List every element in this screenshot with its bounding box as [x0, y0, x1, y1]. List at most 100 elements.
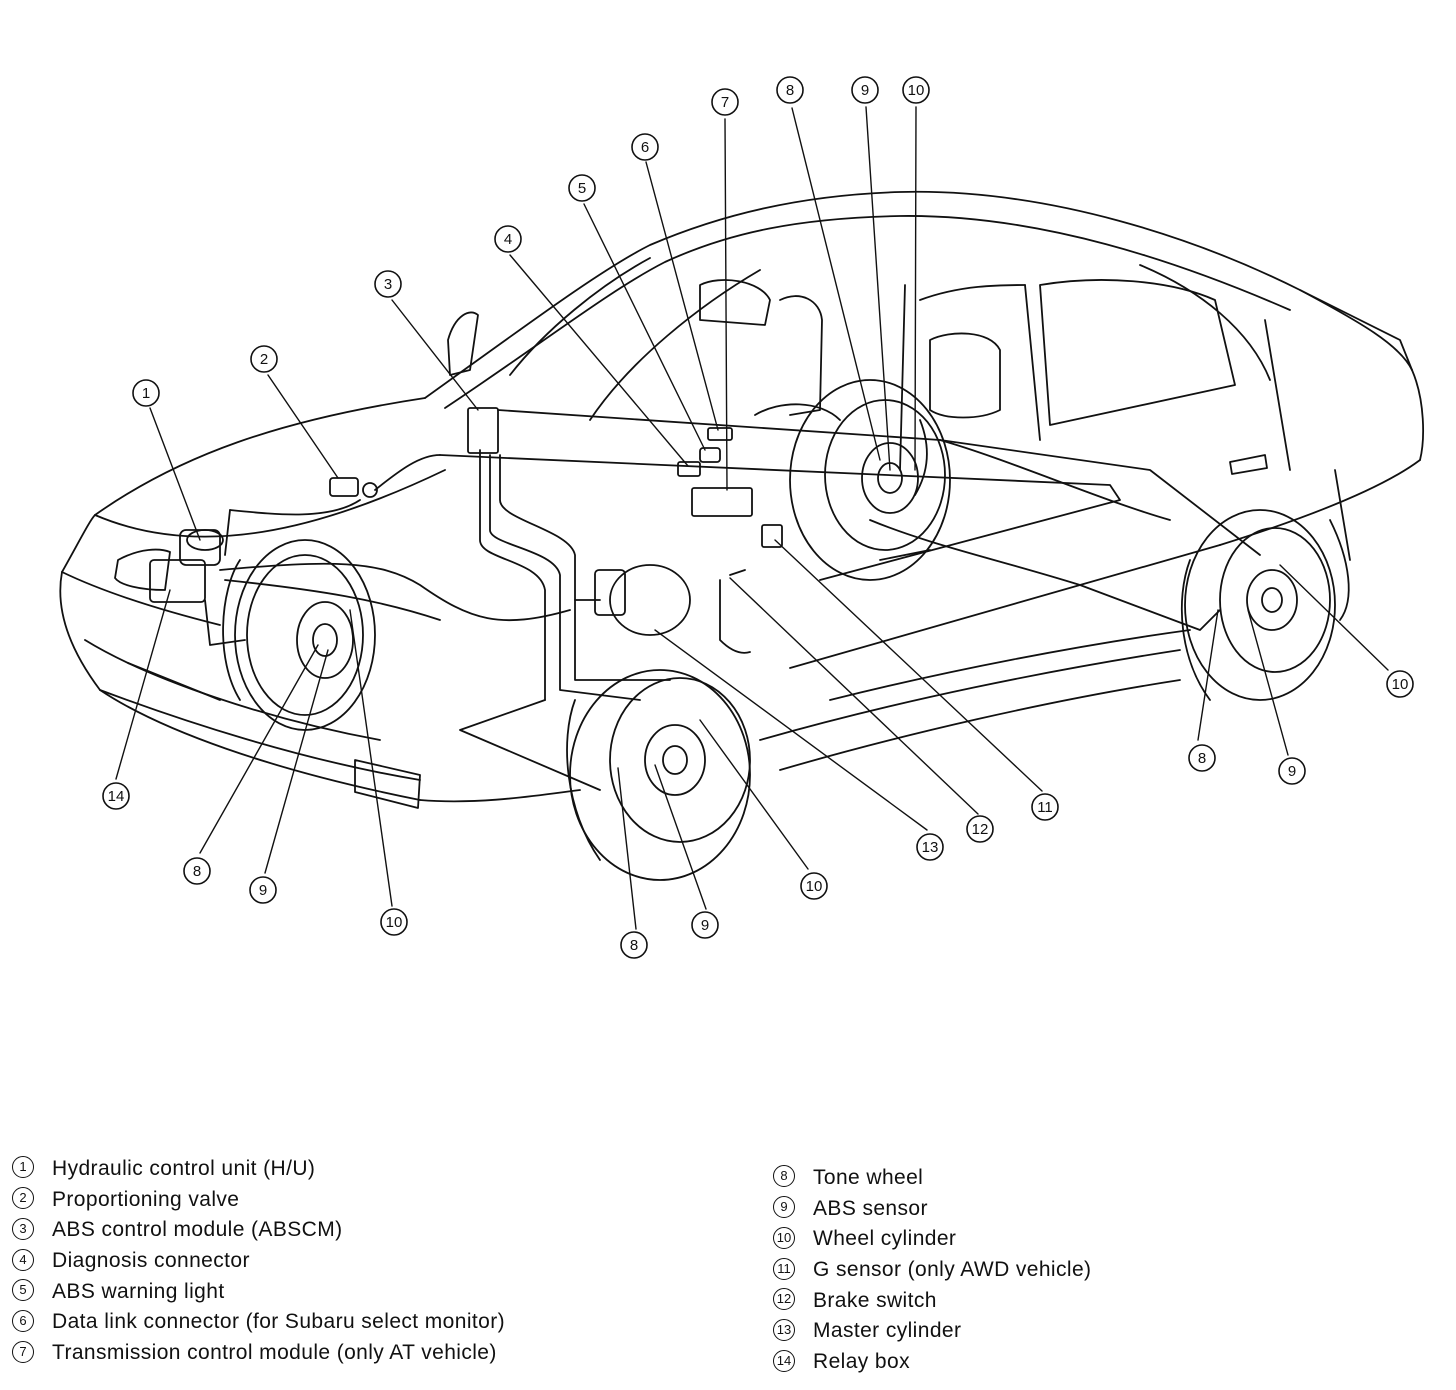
callout-number: 11: [1037, 799, 1053, 816]
legend-label: ABS control module (ABSCM): [52, 1218, 343, 1242]
legend-item: 13 Master cylinder: [773, 1316, 1091, 1347]
callout-circle: [374, 270, 402, 298]
callout-circle: [1188, 744, 1216, 772]
callout-number: 7: [721, 94, 729, 111]
callout-number: 9: [1288, 763, 1296, 780]
callout-circle: [776, 76, 804, 104]
rear-right-wheel: [1180, 509, 1336, 701]
legend-number: 5: [12, 1279, 34, 1302]
legend-label: G sensor (only AWD vehicle): [813, 1258, 1092, 1282]
callout-14: 14: [102, 782, 130, 810]
callout-9: 9: [1278, 757, 1306, 785]
legend-label: Diagnosis connector: [52, 1249, 250, 1273]
legend-number: 13: [773, 1318, 795, 1341]
callout-number: 9: [259, 882, 267, 899]
legend-number: 10: [773, 1226, 795, 1249]
hydraulic-unit-shape: [149, 529, 246, 646]
callout-number: 10: [1392, 676, 1409, 693]
legend-item: 14 Relay box: [773, 1347, 1091, 1378]
legend-label: Data link connector (for Subaru select m…: [52, 1310, 505, 1334]
legend-label: Proportioning valve: [52, 1187, 240, 1211]
legend-number: 1: [12, 1156, 34, 1179]
callout-9: 9: [691, 911, 719, 939]
legend-label: Tone wheel: [813, 1166, 924, 1189]
legend-label: ABS sensor: [813, 1196, 928, 1220]
legend-number: 14: [773, 1349, 795, 1372]
callout-circle: [711, 88, 739, 116]
callout-circle: [1031, 793, 1059, 821]
legend-number: 11: [773, 1257, 795, 1280]
callout-number: 6: [641, 139, 649, 156]
callout-number: 3: [384, 276, 392, 293]
callout-number: 8: [1198, 750, 1206, 767]
callout-number: 14: [108, 788, 125, 805]
legend-label: Master cylinder: [813, 1319, 962, 1343]
legend-item: 7 Transmission control module (only AT ve…: [12, 1338, 505, 1369]
callout-10: 10: [1386, 670, 1414, 698]
callout-number: 2: [260, 351, 268, 368]
legend-label: ABS warning light: [52, 1279, 225, 1303]
callout-circle: [966, 815, 994, 843]
callout-circle: [851, 76, 879, 104]
legend-label: Hydraulic control unit (H/U): [52, 1157, 316, 1180]
callout-number: 9: [861, 82, 869, 99]
callout-4: 4: [494, 225, 522, 253]
callout-11: 11: [1031, 793, 1059, 821]
legend-number: 8: [773, 1165, 795, 1188]
callout-number: 8: [193, 863, 201, 880]
callout-12: 12: [966, 815, 994, 843]
callout-1: 1: [132, 379, 160, 407]
callout-10: 10: [800, 872, 828, 900]
legend-item: 1 Hydraulic control unit (H/U): [12, 1154, 505, 1185]
legend-number: 7: [12, 1340, 34, 1363]
callout-8: 8: [183, 857, 211, 885]
legend-number: 9: [773, 1196, 795, 1219]
dashboard-module-shapes: [677, 427, 783, 548]
callout-number: 4: [504, 231, 512, 248]
brake-lines-and-harness: [219, 409, 1261, 791]
callout-3: 3: [374, 270, 402, 298]
legend-item: 9 ABS sensor: [773, 1194, 1091, 1225]
callout-8: 8: [620, 931, 648, 959]
callout-2: 2: [250, 345, 278, 373]
callout-circle: [1278, 757, 1306, 785]
callout-circle: [620, 931, 648, 959]
legend-number: 2: [12, 1187, 34, 1210]
proportioning-valve-shape: [329, 477, 378, 498]
callout-number: 13: [922, 839, 939, 856]
abscm-shape: [467, 407, 499, 454]
callout-circle: [102, 782, 130, 810]
callout-8: 8: [1188, 744, 1216, 772]
car-body-outline: [59, 190, 1424, 809]
leader-lines: [115, 106, 1389, 930]
legend-number: 3: [12, 1217, 34, 1240]
callout-number: 5: [578, 180, 586, 197]
legend-label: Relay box: [813, 1350, 910, 1374]
callout-circle: [568, 174, 596, 202]
callout-8: 8: [776, 76, 804, 104]
callout-10: 10: [380, 908, 408, 936]
legend-left-column: 1 Hydraulic control unit (H/U) 2 Proportio…: [12, 1154, 505, 1369]
callout-number: 10: [806, 878, 823, 895]
legend-label: Transmission control module (only AT veh…: [52, 1341, 497, 1365]
callout-number: 9: [701, 917, 709, 934]
callout-number: 12: [972, 821, 989, 838]
callout-number: 10: [386, 914, 403, 931]
callout-circle: [902, 76, 930, 104]
callout-number: 8: [630, 937, 638, 954]
callout-circle: [250, 345, 278, 373]
callout-number: 8: [786, 82, 794, 99]
callout-number: 1: [142, 385, 150, 402]
legend-label: Brake switch: [813, 1288, 937, 1312]
rear-left-wheel: [789, 379, 951, 581]
legend-item: 2 Proportioning valve: [12, 1185, 505, 1216]
legend-item: 5 ABS warning light: [12, 1277, 505, 1308]
callout-6: 6: [631, 133, 659, 161]
